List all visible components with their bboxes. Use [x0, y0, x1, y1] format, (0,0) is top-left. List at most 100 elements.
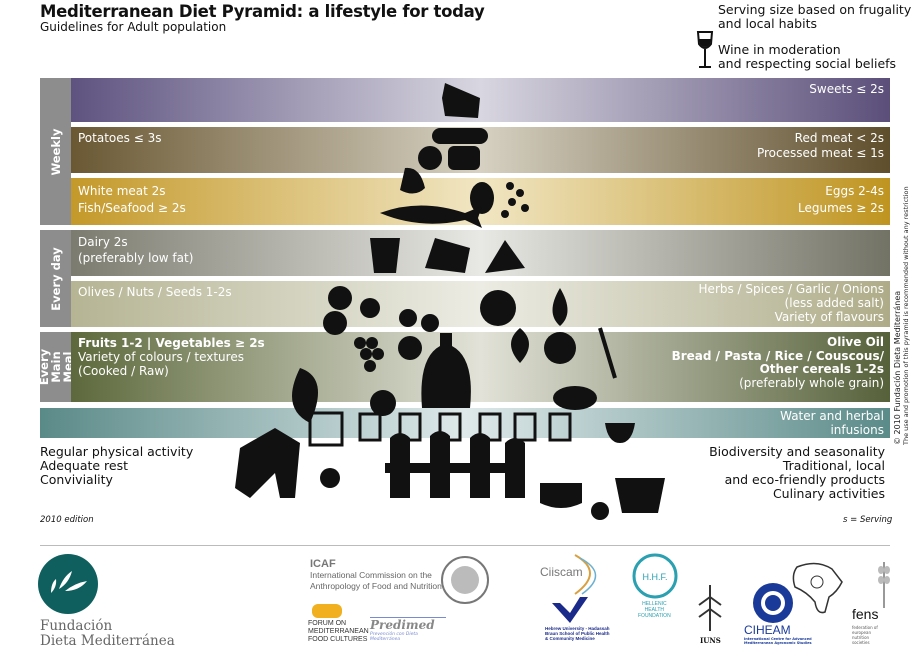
band-text: Variety of colours / textures: [78, 350, 244, 364]
water-glasses-icon: [358, 412, 572, 442]
fens-line: european: [852, 630, 871, 635]
lifestyle-item: Adequate rest: [40, 458, 129, 473]
fens-line: nutrition: [852, 635, 870, 640]
wine-note-line: and respecting social beliefs: [718, 56, 897, 71]
egg-icon: [470, 182, 494, 214]
band-text: (Cooked / Raw): [78, 364, 169, 378]
icaf-desc: International Commission on the: [310, 570, 432, 580]
serving-note-line: Serving size based on frugality: [718, 2, 912, 17]
lifestyle-item: and eco-friendly products: [724, 472, 885, 487]
forum-logo-icon: [312, 604, 342, 618]
fundacion-logo-icon: [38, 554, 98, 614]
olive-oil-bottle-icon: [421, 333, 471, 408]
band-text: Dairy 2s: [78, 235, 128, 249]
garlic-icon: [552, 288, 568, 326]
band-text: (preferably low fat): [78, 251, 194, 265]
band-sweets: Sweets ≤ 2s: [71, 78, 890, 122]
forum-line: FORUM ON: [308, 620, 347, 627]
serving-note: Serving size based on frugality and loca…: [718, 3, 911, 31]
band-text: Herbs / Spices / Garlic / Onions: [698, 282, 884, 296]
foundation-name: Fundación Dieta Mediterránea: [40, 619, 175, 649]
family-meal-icon: [385, 431, 525, 498]
fens-wheat-icon: [878, 562, 890, 608]
serving-legend: s = Serving: [843, 515, 893, 525]
food-pyramid-illustration: [235, 83, 665, 520]
apple-icon: [398, 336, 422, 360]
water-jug-icon: [308, 411, 344, 447]
predimed-name: Predimed: [370, 618, 435, 632]
iuns-logo: IUNS: [700, 636, 721, 645]
divider: [40, 545, 890, 546]
people-exercising-icon: [235, 428, 300, 498]
hhf-logo-icon: H.H.F.: [632, 553, 678, 599]
band-text: Fruits 1-2 | Vegetables ≥ 2s: [78, 336, 265, 350]
hebrew-line: Hebrew University - Hadassah: [545, 626, 610, 631]
every-main-meal-label: Every Main Meal: [37, 332, 75, 402]
band-text: Olives / Nuts / Seeds 1-2s: [78, 285, 232, 299]
foundation-name-line: Fundación: [40, 618, 113, 634]
band-text: Variety of flavours: [774, 310, 884, 324]
ciiscam-logo: Ciiscam: [540, 565, 583, 579]
icaf-name: ICAF: [310, 558, 336, 570]
hhf-line: FOUNDATION: [638, 613, 671, 619]
ciheam-line: International Centre for Advanced: [744, 637, 812, 641]
band-text: (preferably whole grain): [739, 375, 884, 390]
lifestyle-right: Biodiversity and seasonality Traditional…: [709, 445, 885, 501]
iuns-wheat-icon: [698, 585, 722, 631]
band-text: Fish/Seafood ≥ 2s: [78, 201, 186, 215]
copyright-line: © 2010 Fundación Dieta Mediterránea: [893, 290, 902, 445]
wine-note: Wine in moderation and respecting social…: [718, 43, 896, 71]
steak-icon: [448, 146, 480, 170]
fens-line: federation of: [852, 625, 878, 630]
hebrew-line: Braun School of Public Health: [545, 631, 610, 636]
wine-note-line: Wine in moderation: [718, 42, 841, 57]
band-text: Olive Oil: [827, 335, 884, 349]
icaf-logo: ICAF International Commission on the Ant…: [310, 558, 442, 592]
predimed-logo: Predimed Prevención con Dieta Mediterrán…: [370, 617, 446, 642]
lifestyle-item: Regular physical activity: [40, 444, 194, 459]
band-text: Water and herbal: [780, 409, 884, 423]
wheat-icon: [598, 327, 617, 379]
artichoke-icon: [511, 328, 529, 363]
orange-icon: [370, 390, 396, 416]
lifestyle-left: Regular physical activity Adequate rest …: [40, 445, 193, 487]
band-text: Potatoes ≤ 3s: [78, 131, 162, 145]
page-subtitle: Guidelines for Adult population: [40, 20, 227, 34]
band-text: Eggs 2-4s: [825, 184, 884, 198]
onion-icon: [480, 290, 516, 326]
bread-icon: [553, 386, 597, 410]
fens-logo: fens: [852, 606, 879, 622]
band-text: Red meat < 2s: [794, 131, 884, 145]
cheese-wedge-icon: [485, 240, 525, 273]
cooking-pot-icon: [540, 483, 582, 508]
potato-icon: [418, 146, 442, 170]
ciheam-logo: CIHEAM: [744, 623, 791, 637]
basket-icon: [615, 478, 665, 513]
grapes-icon: [354, 337, 384, 372]
hebrew-university-logo-icon: [552, 597, 588, 623]
copyright-notice: © 2010 Fundación Dieta Mediterránea The …: [893, 186, 910, 445]
lifestyle-item: Conviviality: [40, 472, 113, 487]
lifestyle-item: Traditional, local: [782, 458, 885, 473]
band-text: Other cereals 1-2s: [759, 362, 884, 376]
hhf-name: H.H.F.: [642, 572, 667, 582]
cheese-icon: [425, 238, 470, 273]
ball-icon: [320, 468, 340, 488]
forum-line: MEDITERRANEAN: [308, 628, 369, 635]
fens-line: societies: [852, 640, 870, 645]
lifestyle-item: Biodiversity and seasonality: [709, 444, 885, 459]
ciheam-emblem-icon: [753, 583, 793, 623]
legumes-icon: [501, 182, 529, 218]
univpm-seal-icon: [441, 556, 489, 604]
weekly-label: Weekly: [40, 78, 71, 225]
cake-icon: [442, 83, 480, 118]
fish-icon: [380, 205, 482, 228]
band-text: Sweets ≤ 2s: [809, 82, 884, 96]
hhf-line: HEALTH: [644, 607, 665, 613]
